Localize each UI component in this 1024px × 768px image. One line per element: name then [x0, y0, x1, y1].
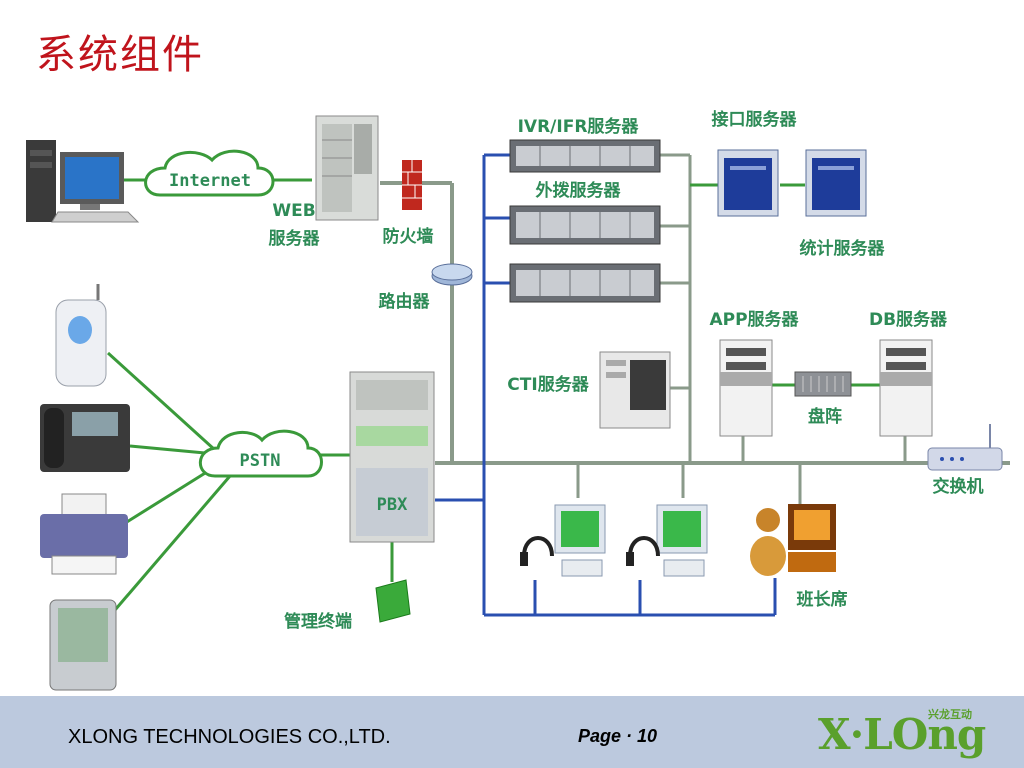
- system-diagram: Internet WEB 服务器 防火墙 路由器 IVR/IFR服务器 外拨服务: [26, 109, 1010, 691]
- printer-icon: [40, 493, 128, 575]
- router-icon: [431, 263, 473, 286]
- switch-label: 交换机: [933, 476, 984, 497]
- connection-lines: [106, 153, 1010, 617]
- app-server-icon: [719, 339, 773, 437]
- ivr-label: IVR/IFR服务器: [518, 116, 640, 137]
- firewall-icon: [402, 160, 422, 210]
- internet-cloud: Internet: [144, 149, 275, 197]
- switch-icon: [927, 424, 1003, 471]
- web-server-icon: [315, 115, 379, 221]
- server-icon: [509, 263, 661, 303]
- interface-server-icon: [717, 149, 779, 217]
- web-label-line2: 服务器: [269, 228, 321, 249]
- firewall-label: 防火墙: [383, 226, 434, 247]
- mgmt-label: 管理终端: [284, 611, 352, 632]
- db-server-icon: [879, 339, 933, 437]
- stats-server-icon: [805, 149, 867, 217]
- router-label: 路由器: [379, 291, 431, 312]
- logo-subtext: 兴龙互动: [928, 708, 972, 721]
- disk-array-icon: [794, 371, 852, 397]
- pbx-icon: PBX: [349, 371, 435, 543]
- db-label: DB服务器: [869, 309, 948, 330]
- outbound-server-icon: [509, 205, 661, 245]
- stats-label: 统计服务器: [800, 238, 886, 259]
- app-label: APP服务器: [709, 309, 799, 330]
- xlong-logo: X·LOng 兴龙互动: [818, 706, 998, 762]
- ivr-server-icon: [509, 139, 661, 173]
- outbound-label: 外拨服务器: [536, 180, 622, 201]
- supervisor-station-icon: [750, 504, 836, 576]
- mobile-phone-icon: [55, 284, 107, 387]
- pstn-label: PSTN: [240, 451, 281, 471]
- company-name: XLONG TECHNOLOGIES CO.,LTD.: [68, 726, 391, 748]
- management-terminal-icon: [375, 579, 411, 623]
- internet-label: Internet: [169, 171, 251, 191]
- desktop-pc-icon: [26, 140, 140, 223]
- interface-label: 接口服务器: [712, 109, 798, 130]
- supervisor-label: 班长席: [797, 589, 848, 610]
- logo-text: X·LOng: [818, 710, 986, 759]
- page-number: Page · 10: [578, 726, 658, 746]
- slide-title: 系统组件: [36, 32, 204, 78]
- pda-icon: [49, 599, 117, 691]
- pstn-cloud: PSTN: [198, 429, 323, 478]
- agent-workstation-icon: [520, 504, 606, 577]
- footer-bar: XLONG TECHNOLOGIES CO.,LTD. Page · 10 X·…: [0, 696, 1024, 768]
- desk-phone-icon: [40, 404, 130, 472]
- agent-workstation-icon: [626, 504, 708, 577]
- cti-server-icon: [599, 351, 671, 429]
- pbx-label: PBX: [377, 495, 408, 515]
- disk-array-label: 盘阵: [808, 406, 842, 427]
- web-label-line1: WEB: [272, 201, 315, 221]
- cti-label: CTI服务器: [507, 374, 589, 395]
